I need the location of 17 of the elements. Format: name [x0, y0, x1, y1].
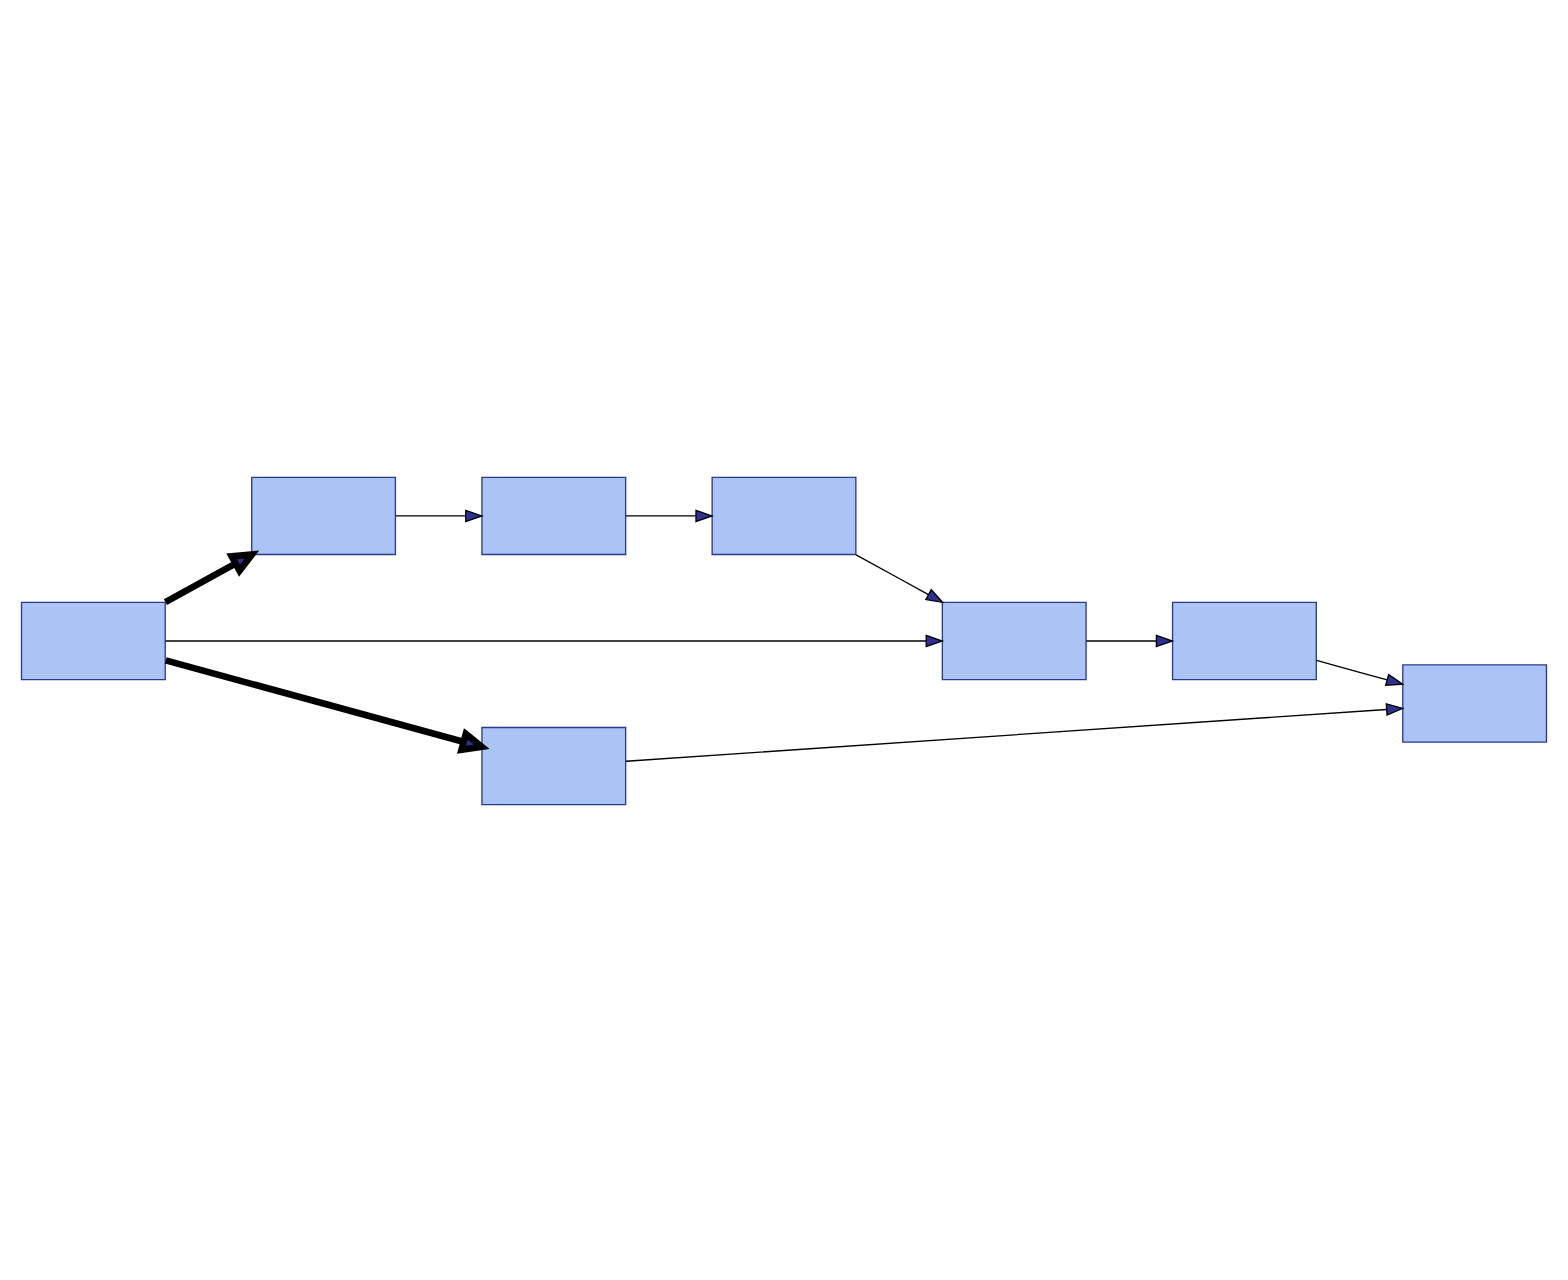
arrow [1085, 633, 1175, 647]
node-box [481, 475, 627, 555]
arrow [164, 656, 490, 753]
arrow [395, 508, 484, 522]
arrow [163, 549, 260, 604]
node-box [941, 600, 1087, 680]
arrow [164, 633, 945, 647]
arrow [855, 553, 945, 603]
arrow [1315, 658, 1405, 685]
arrow [625, 701, 1405, 761]
node-box [711, 475, 857, 555]
node-box [1402, 663, 1548, 742]
node-box [20, 600, 166, 680]
node-box [481, 725, 627, 805]
arrow [625, 508, 714, 522]
node-box [1171, 600, 1317, 680]
node-box [251, 475, 397, 555]
